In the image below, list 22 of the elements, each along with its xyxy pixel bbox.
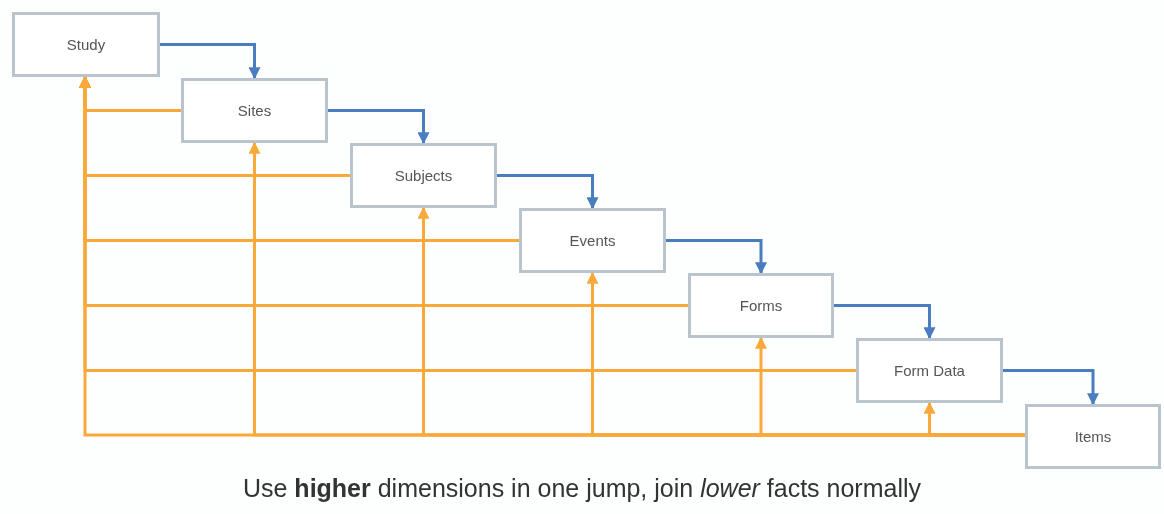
entity-label: Subjects [394,167,453,184]
connector-arrow [160,43,261,80]
connector-arrow [666,239,767,275]
connector-arrow [497,174,599,210]
entity-label: Form Data [894,362,965,379]
entity-box [856,338,1003,403]
caption: Use higher dimensions in one jump, join lower facts normally [241,474,923,503]
entity-label: Sites [237,102,272,119]
entity-box [688,273,834,338]
entity-box [519,208,666,273]
entity-label: Study [66,36,106,53]
entity-box [350,143,497,208]
connector-arrow [834,304,936,340]
connector-arrow [328,109,430,145]
connector-arrow [1003,369,1099,406]
entity-box [181,78,328,143]
entity-label: Items [1074,428,1112,445]
connector-arrow [923,401,1025,437]
entity-label: Forms [739,297,783,314]
entity-label: Events [569,232,616,249]
entity-box [12,12,160,77]
entity-box [1025,404,1161,469]
